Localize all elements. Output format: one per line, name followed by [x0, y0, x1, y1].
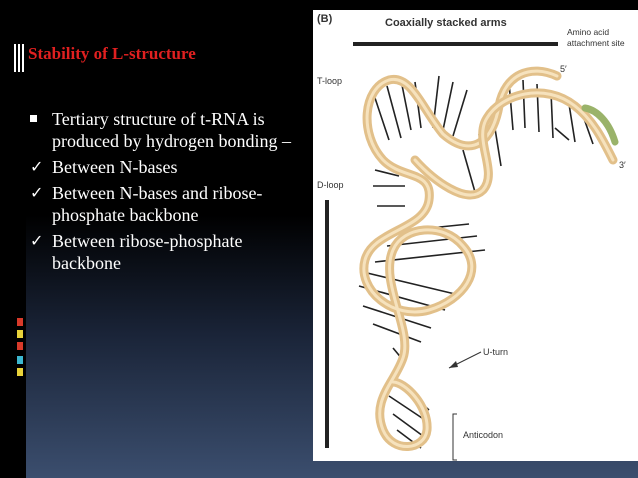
bullet-item: Tertiary structure of t-RNA is produced … [30, 108, 312, 152]
decoration-square [17, 356, 23, 364]
trna-figure: (B) Coaxially stacked arms Amino acid at… [313, 10, 638, 461]
checkmark-icon: ✓ [30, 157, 44, 176]
slide-title: Stability of L-structure [28, 44, 196, 63]
bullet-text: Between ribose-phosphate backbone [52, 231, 243, 273]
sugar-phosphate-backbone [359, 66, 619, 451]
five-prime-label: 5′ [560, 64, 567, 74]
figure-header: Coaxially stacked arms [385, 17, 507, 29]
amino-acid-label-line1: Amino acid [567, 27, 609, 37]
coaxial-bar-vertical [325, 200, 329, 448]
checkmark-icon: ✓ [30, 231, 44, 250]
u-turn-arrowhead [449, 361, 458, 368]
left-accent-bar [0, 0, 26, 478]
anticodon-bracket [452, 413, 457, 461]
bullet-text: Between N-bases [52, 157, 178, 177]
bullet-item: ✓ Between N-bases and ribose-phosphate b… [30, 182, 312, 226]
decoration-square [17, 318, 23, 326]
three-prime-label: 3′ [619, 160, 626, 170]
panel-label: (B) [317, 13, 333, 25]
t-loop-label: T-loop [317, 76, 342, 86]
bullet-item: ✓ Between ribose-phosphate backbone [30, 230, 312, 274]
u-turn-label: U-turn [483, 347, 508, 357]
anticodon-label: Anticodon [463, 430, 503, 440]
decoration-square [17, 330, 23, 338]
bullet-text: Between N-bases and ribose-phosphate bac… [52, 183, 263, 225]
decoration-square [17, 342, 23, 350]
decoration-square [17, 368, 23, 376]
bullet-list: Tertiary structure of t-RNA is produced … [30, 108, 312, 278]
acceptor-stem-strand [581, 104, 619, 146]
bullet-text: Tertiary structure of t-RNA is produced … [52, 109, 291, 151]
bullet-item: ✓ Between N-bases [30, 156, 312, 178]
amino-acid-label-line2: attachment site [567, 38, 625, 48]
trna-structure-diagram: (B) Coaxially stacked arms Amino acid at… [317, 13, 626, 461]
square-bullet-icon [30, 115, 37, 122]
d-loop-label: D-loop [317, 180, 344, 190]
checkmark-icon: ✓ [30, 183, 44, 202]
coaxial-bar-horizontal [353, 42, 558, 46]
